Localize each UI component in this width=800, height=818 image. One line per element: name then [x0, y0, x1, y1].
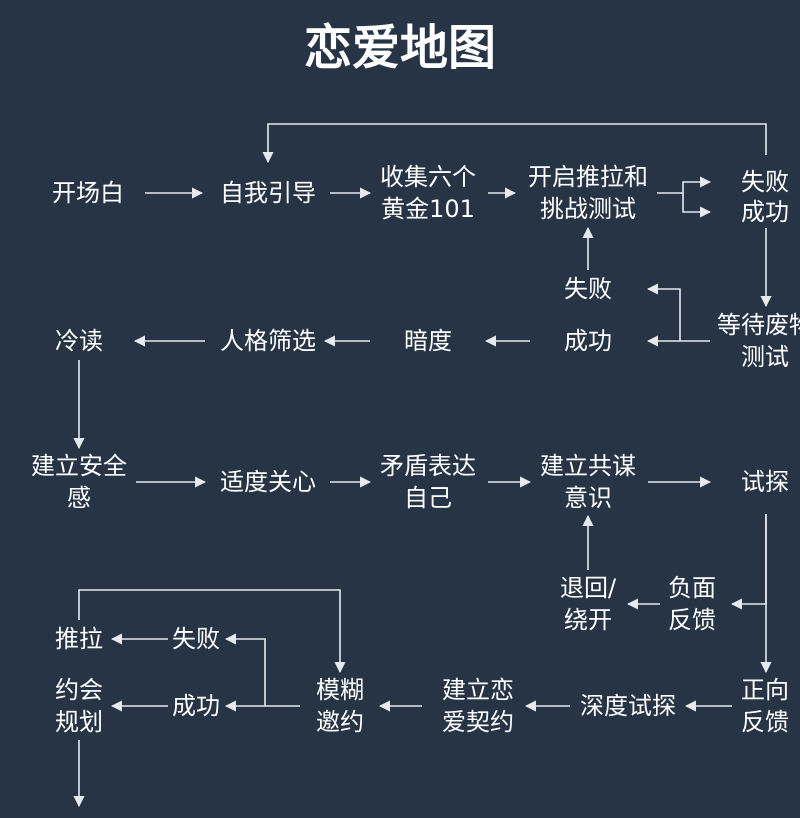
- node-label-line: 反馈: [741, 708, 789, 736]
- node-label-line: 规划: [55, 708, 103, 736]
- node-shendu-shitan: 深度试探: [580, 690, 676, 722]
- node-mohu-yaoyue: 模糊邀约: [316, 674, 364, 738]
- node-andu: 暗度: [404, 325, 452, 357]
- node-tuila: 推拉: [55, 623, 103, 655]
- node-label-line: 推拉: [55, 625, 103, 653]
- node-tuihui-raokai: 退回/绕开: [560, 572, 616, 636]
- node-label-line: 挑战测试: [540, 195, 636, 223]
- node-label-line: 测试: [741, 343, 789, 371]
- node-label-line: 试探: [741, 468, 789, 496]
- node-label-line: 意识: [564, 484, 612, 512]
- node-label-line: 邀约: [316, 708, 364, 736]
- node-label-line: 反馈: [668, 606, 716, 634]
- node-shibai-3: 失败: [172, 623, 220, 655]
- node-label-line: 建立恋: [442, 676, 514, 704]
- node-chenggong-1: 成功: [741, 196, 789, 228]
- node-shibai-2: 失败: [564, 273, 612, 305]
- edge-invite-branch-fail: [224, 633, 266, 706]
- node-fumian-fankui: 负面反馈: [668, 572, 716, 636]
- node-label-line: 自我引导: [220, 179, 316, 207]
- node-label-line: 黄金101: [381, 195, 475, 223]
- node-label-line: 退回/: [559, 574, 617, 602]
- node-label-line: 深度试探: [580, 692, 676, 720]
- node-label-line: 开启推拉和: [528, 163, 648, 191]
- node-label-line: 开场白: [52, 179, 124, 207]
- node-yuehui-guihua: 约会规划: [55, 674, 103, 738]
- edge-fail-loop-back: [262, 123, 767, 164]
- node-label-line: 矛盾表达: [380, 452, 476, 480]
- edge-waiting-test-branch: [646, 283, 710, 342]
- node-label-line: 成功: [564, 327, 612, 355]
- node-label-line: 适度关心: [220, 468, 316, 496]
- node-label-line: 模糊: [316, 676, 364, 704]
- node-label-line: 失败: [564, 275, 612, 303]
- node-label-line: 负面: [668, 574, 716, 602]
- node-label-line: 收集六个: [380, 163, 476, 191]
- diagram-title: 恋爱地图: [303, 20, 496, 76]
- edge-test-to-negative: [730, 514, 767, 610]
- edge-pushpull-split: [657, 176, 712, 194]
- node-label-line: 约会: [55, 676, 103, 704]
- node-kaichangbai: 开场白: [52, 177, 124, 209]
- node-ziwo-yindao: 自我引导: [220, 177, 316, 209]
- node-label-line: 暗度: [404, 327, 452, 355]
- edge-pushpull-loop-to-invite: [78, 589, 346, 674]
- node-renge-shaixuan: 人格筛选: [220, 325, 316, 357]
- node-label-line: 爱契约: [442, 708, 514, 736]
- node-chenggong-2: 成功: [564, 325, 612, 357]
- node-jianli-lianai-qiyue: 建立恋爱契约: [442, 674, 514, 738]
- node-shitan: 试探: [741, 466, 789, 498]
- node-label-line: 失败: [741, 168, 789, 196]
- node-shibai-1: 失败: [741, 166, 789, 198]
- node-dengdai-feiwu: 等待废物测试: [717, 309, 800, 373]
- node-label-line: 感: [67, 484, 91, 512]
- node-label-line: 成功: [741, 198, 789, 226]
- node-shidu-guanxin: 适度关心: [220, 466, 316, 498]
- node-chenggong-3: 成功: [172, 690, 220, 722]
- node-label-line: 建立共谋: [540, 452, 636, 480]
- node-maodun-biaoda: 矛盾表达自己: [380, 450, 476, 514]
- node-kaiqi-tuila: 开启推拉和挑战测试: [528, 161, 648, 225]
- node-label-line: 正向: [741, 676, 789, 704]
- node-lengdu: 冷读: [55, 325, 103, 357]
- node-label-line: 冷读: [55, 327, 103, 355]
- node-label-line: 成功: [172, 692, 220, 720]
- node-jianli-gongmou: 建立共谋意识: [540, 450, 636, 514]
- node-shouji-huangjin: 收集六个黄金101: [380, 161, 476, 225]
- node-label-line: 绕开: [564, 606, 612, 634]
- node-label-line: 失败: [172, 625, 220, 653]
- node-jianli-anquangan: 建立安全感: [31, 450, 127, 514]
- edge-pushpull-split-lower: [682, 193, 712, 218]
- node-zhengxiang-fankui: 正向反馈: [741, 674, 789, 738]
- node-label-line: 等待废物: [717, 311, 800, 339]
- node-label-line: 建立安全: [31, 452, 127, 480]
- node-label-line: 人格筛选: [220, 327, 316, 355]
- node-label-line: 自己: [404, 484, 452, 512]
